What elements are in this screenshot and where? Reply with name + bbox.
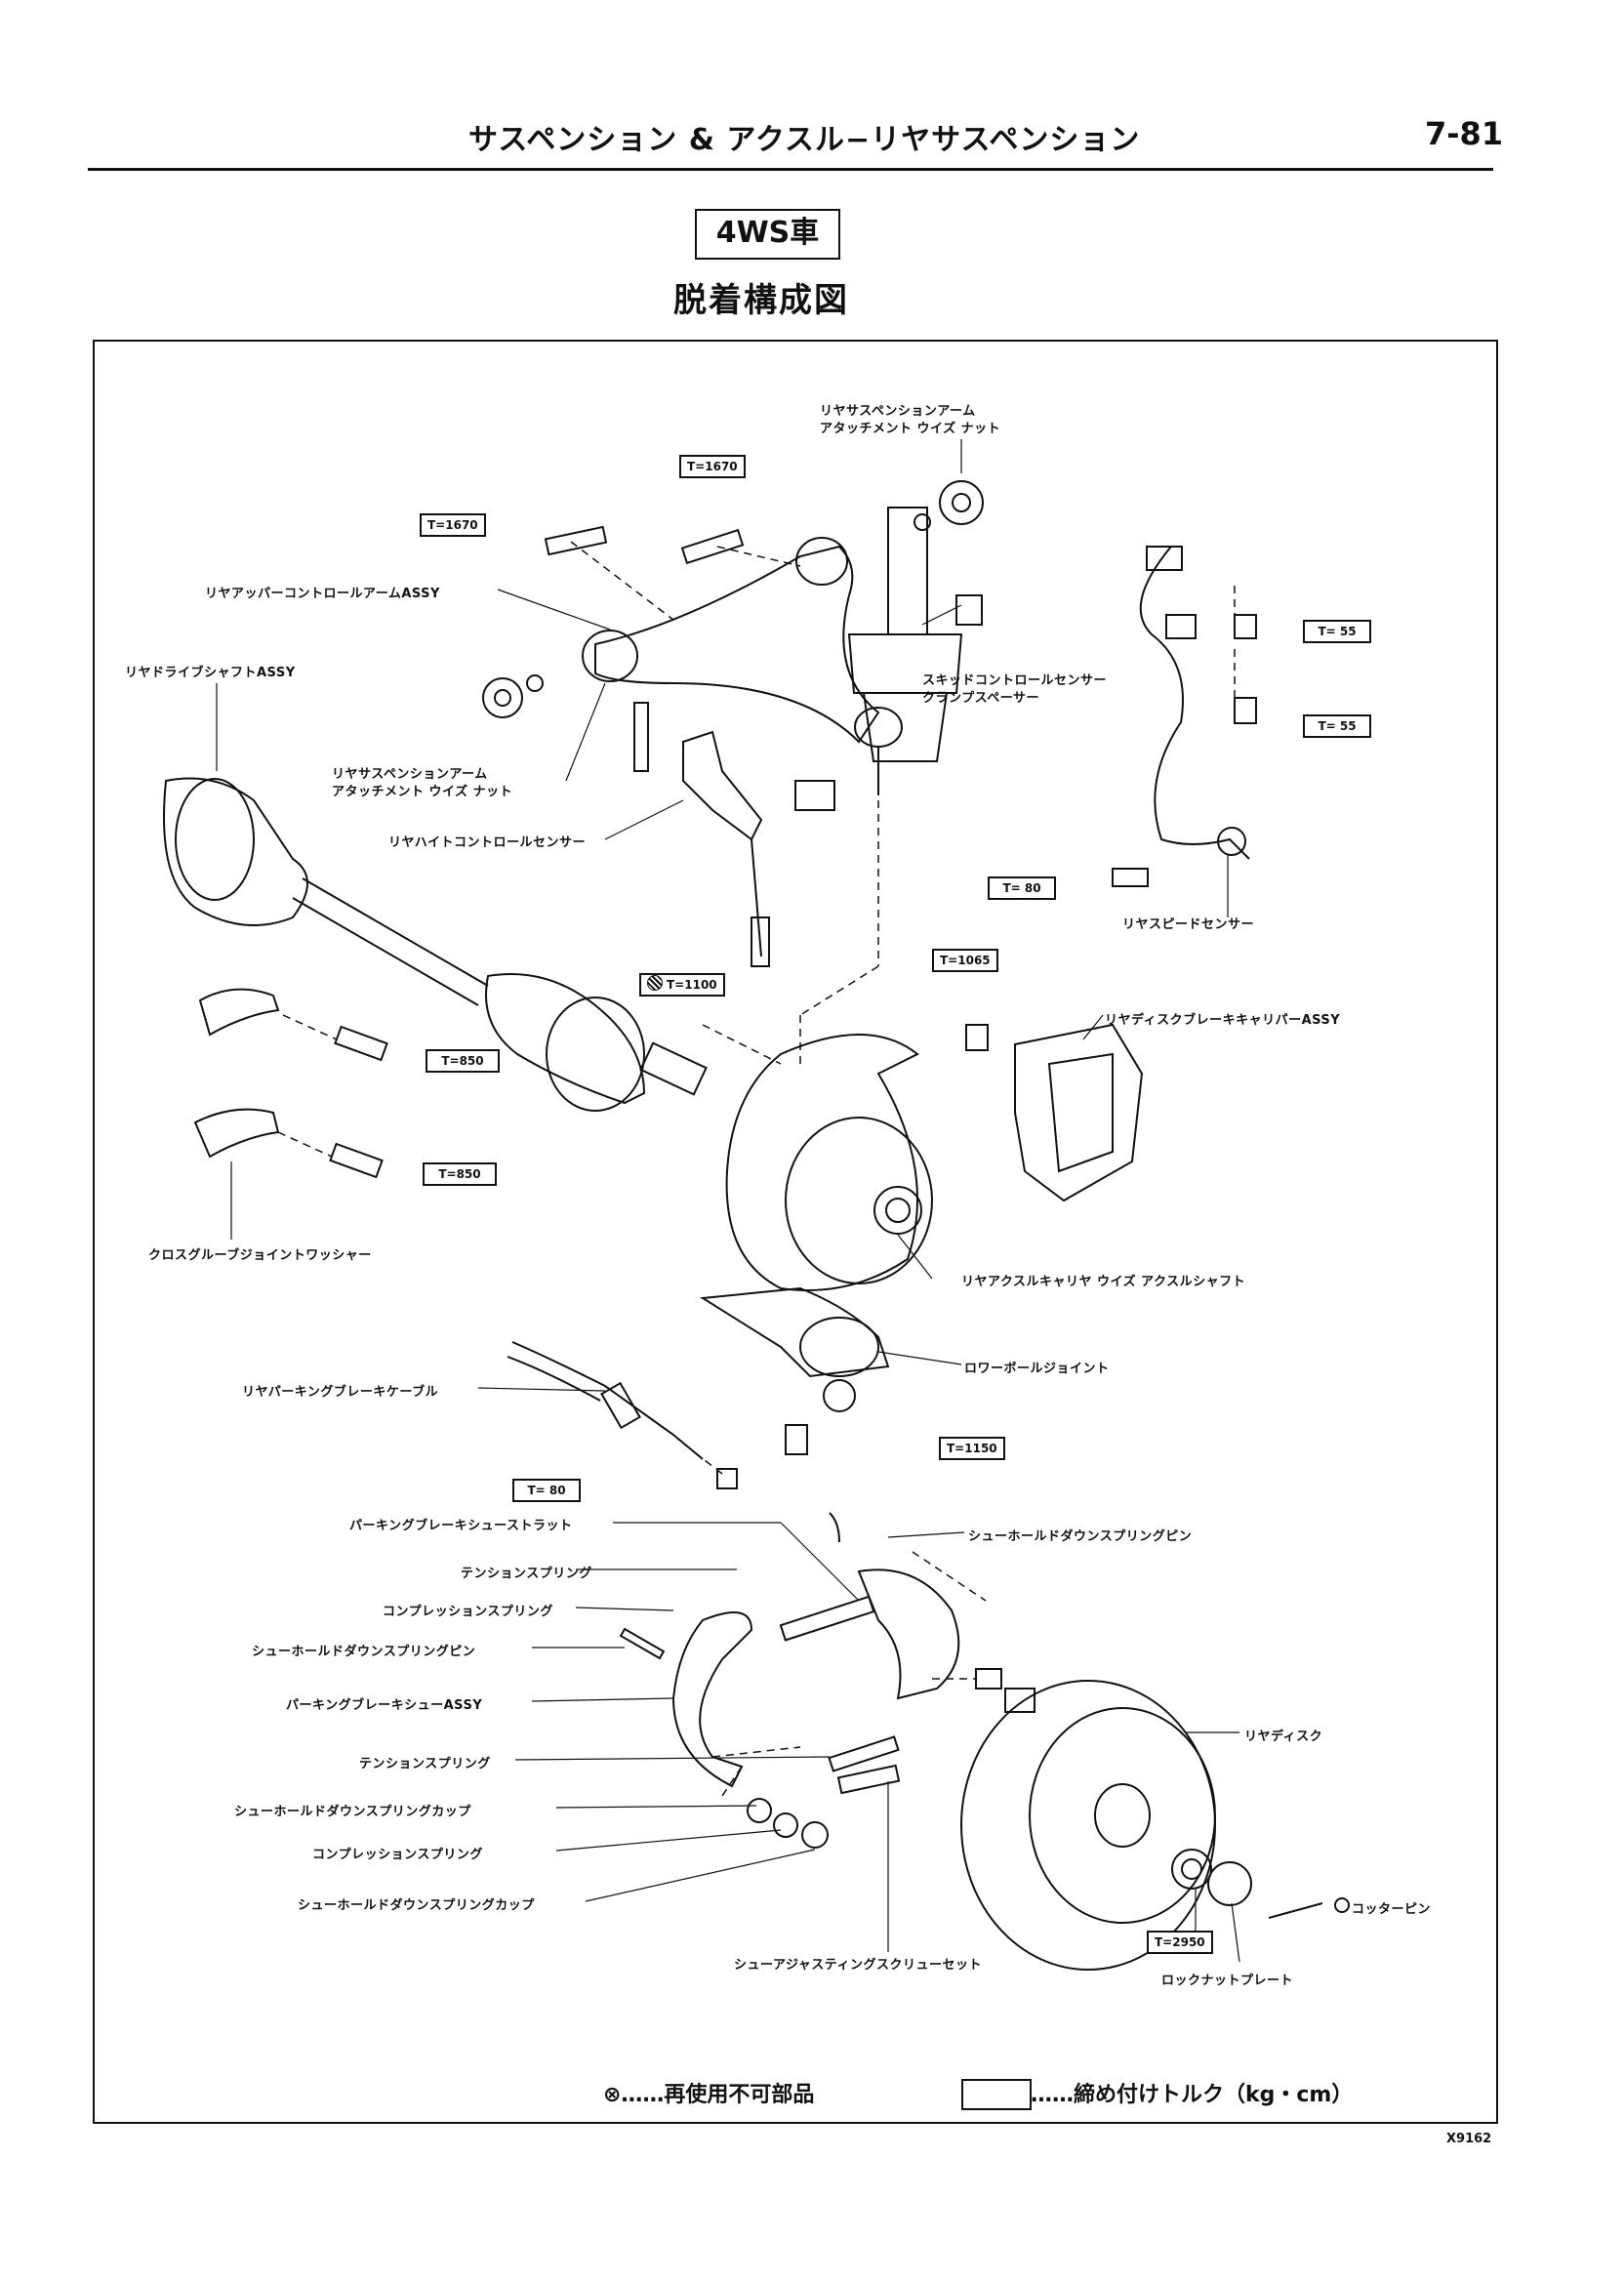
torque-box: T= 80 <box>512 1479 581 1502</box>
torque-box: T= 55 <box>1303 620 1371 643</box>
torque-box: T=1065 <box>932 949 998 972</box>
label-lock-nut-plate: ロックナットプレート <box>1161 1974 1294 1988</box>
height-control-sensor <box>682 730 763 841</box>
label-parking-brake-cable: リヤパーキングブレーキケーブル <box>242 1385 439 1400</box>
vehicle-badge: 4WS車 <box>695 209 840 260</box>
label-lower-ball-joint: ロワーボールジョイント <box>964 1362 1110 1376</box>
label-tension-spring-1: テンションスプリング <box>461 1567 592 1581</box>
label-shoe-strut: パーキングブレーキシューストラット <box>349 1519 573 1533</box>
label-compression-spring-1: コンプレッションスプリング <box>383 1605 553 1619</box>
torque-box: T= 80 <box>988 876 1056 900</box>
washer-upper <box>198 988 280 1037</box>
label-cotter-pin: コッターピン <box>1352 1902 1432 1917</box>
torque-box: T=2950 <box>1147 1931 1213 1954</box>
backing-plate <box>725 1034 919 1291</box>
rear-disc <box>960 1680 1216 1971</box>
label-axle-carrier: リヤアクスルキャリヤ ウイズ アクスルシャフト <box>961 1275 1246 1289</box>
torque-box: T= 55 <box>1303 714 1371 738</box>
label-arm-nut-left-line1: リヤサスペンションアーム <box>332 767 488 782</box>
label-parking-shoe-assy: パーキングブレーキシューASSY <box>286 1698 483 1713</box>
diagram-frame <box>93 340 1498 2124</box>
torque-box: T=850 <box>423 1162 497 1186</box>
brake-shoe-left <box>671 1611 753 1788</box>
drive-shaft <box>163 777 308 926</box>
label-hold-down-pin-right: シューホールドダウンスプリングピン <box>968 1529 1193 1544</box>
label-arm-nut-top-line1: リヤサスペンションアーム <box>820 404 976 419</box>
label-skid-sensor-spacer-line2: クランプスペーサー <box>922 691 1039 706</box>
label-compression-spring-2: コンプレッションスプリング <box>312 1848 483 1862</box>
section-title: サスペンション & アクスル−リヤサスペンション <box>468 123 1141 157</box>
label-upper-control-arm: リヤアッパーコントロールアームASSY <box>205 587 440 601</box>
label-height-control-sensor: リヤハイトコントロールセンサー <box>388 835 586 850</box>
label-adjusting-screw-set: シューアジャスティングスクリューセット <box>734 1958 983 1973</box>
speed-sensor-cable <box>1139 546 1250 860</box>
label-hold-down-pin-left: シューホールドダウンスプリングピン <box>252 1645 476 1659</box>
figure-code: X9162 <box>1446 2132 1492 2146</box>
brake-shoe-right <box>857 1568 960 1700</box>
shock-absorber <box>887 507 928 635</box>
brake-caliper <box>1014 1023 1144 1202</box>
label-arm-nut-top-line2: アタッチメント ウイズ ナット <box>820 422 1001 436</box>
washer-lower <box>193 1108 280 1159</box>
parking-cable <box>511 1341 704 1460</box>
label-hold-down-cup-2: シューホールドダウンスプリングカップ <box>298 1898 535 1913</box>
label-drive-shaft: リヤドライブシャフトASSY <box>125 666 296 680</box>
torque-box: T=1670 <box>679 455 746 478</box>
header-rule <box>88 168 1493 171</box>
torque-box-non-reusable: T=1100 <box>639 973 725 997</box>
label-arm-nut-left-line2: アタッチメント ウイズ ナット <box>332 785 513 799</box>
label-hold-down-cup-1: シューホールドダウンスプリングカップ <box>234 1805 471 1819</box>
torque-box: T=1150 <box>939 1437 1005 1460</box>
torque-box: T=1670 <box>420 513 486 537</box>
legend-torque-box <box>961 2079 1032 2110</box>
upper-control-arm <box>594 545 880 744</box>
label-brake-caliper: リヤディスクブレーキキャリパーASSY <box>1105 1013 1341 1028</box>
label-rear-disc: リヤディスク <box>1244 1730 1323 1744</box>
legend-non-reusable: ⊗……再使用不可部品 <box>603 2083 815 2107</box>
page-number: 7-81 <box>1425 115 1504 152</box>
label-tension-spring-2: テンションスプリング <box>359 1757 491 1771</box>
knuckle <box>699 1286 890 1378</box>
label-cross-groove-washer: クロスグルーブジョイントワッシャー <box>148 1248 372 1263</box>
diagram-title: 脱着構成図 <box>673 281 849 320</box>
label-speed-sensor: リヤスピードセンサー <box>1122 917 1255 932</box>
torque-box: T=850 <box>426 1049 500 1073</box>
label-skid-sensor-spacer-line1: スキッドコントロールセンサー <box>922 673 1108 688</box>
legend-torque: ……締め付けトルク（kg・cm） <box>1031 2083 1354 2107</box>
